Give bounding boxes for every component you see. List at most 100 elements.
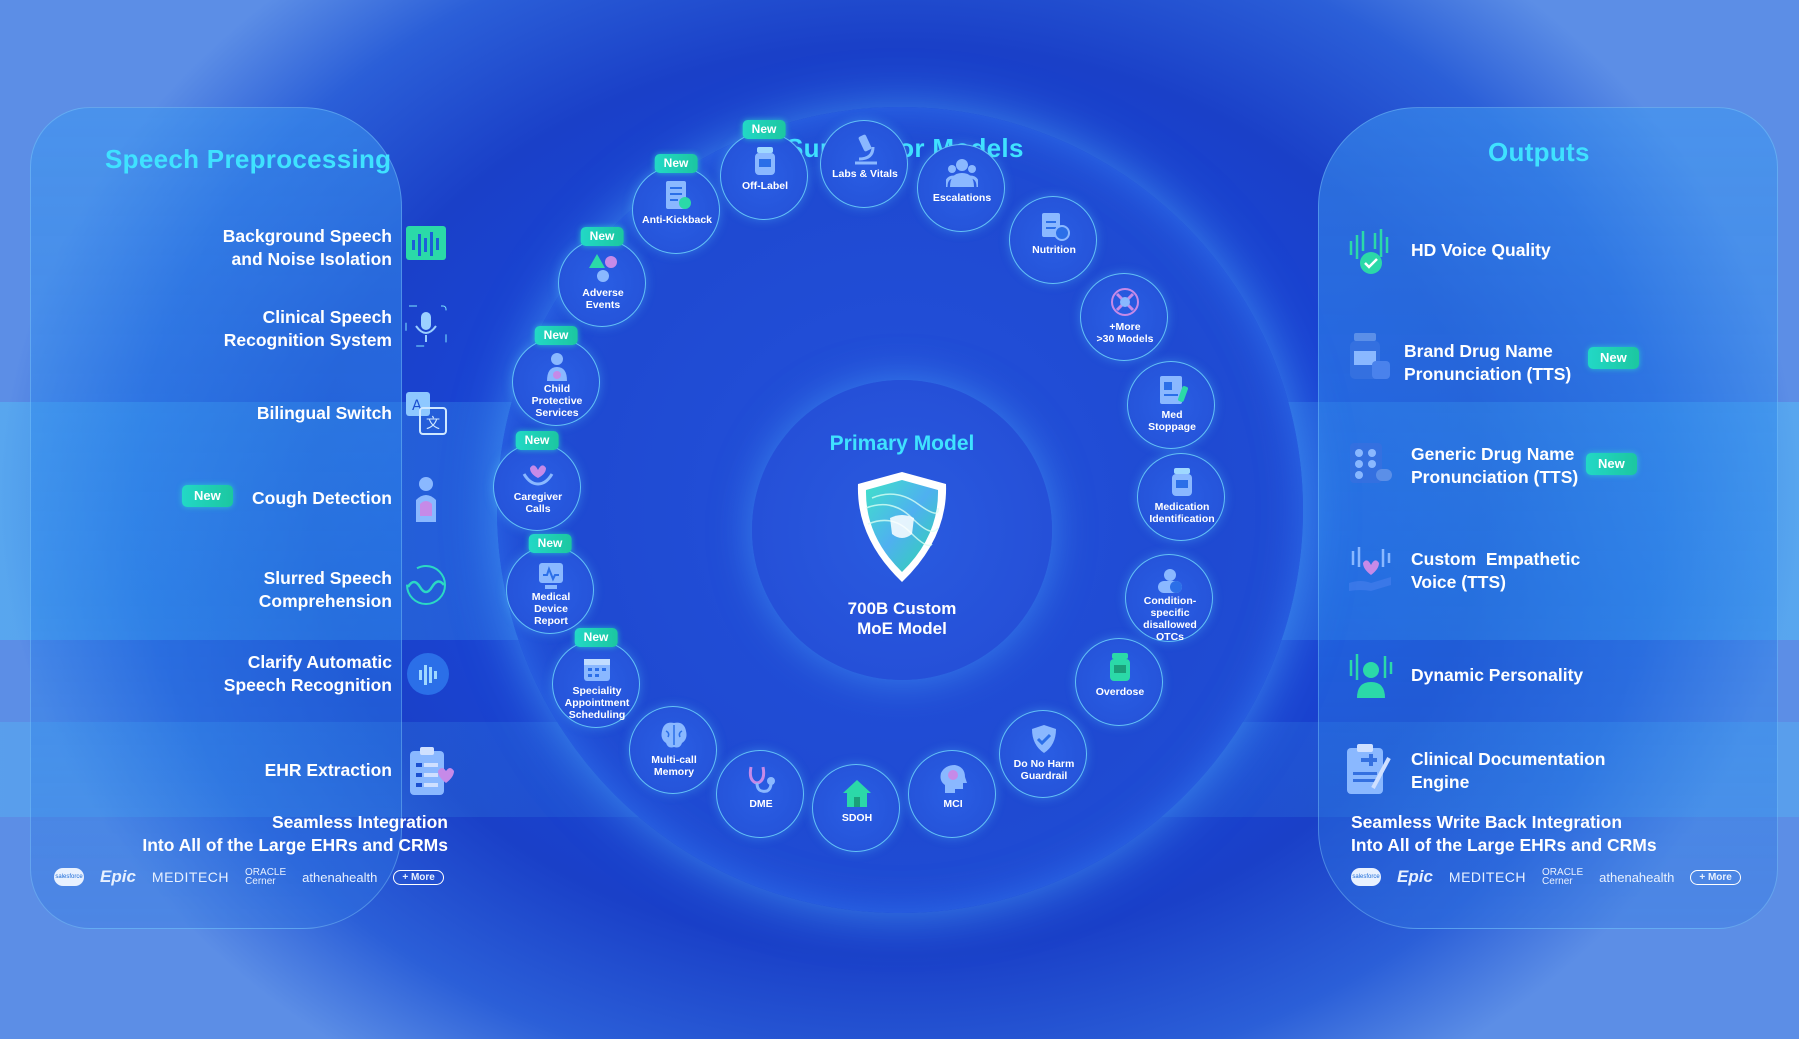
hd-voice-icon <box>1347 227 1395 277</box>
model-node-condition-specific-disallowed-otcs: Condition- specific disallowed OTCs <box>1125 554 1213 643</box>
microphone-icon <box>404 304 448 348</box>
person-voice-icon <box>1347 652 1395 700</box>
documentation-icon <box>1345 742 1395 796</box>
output-empathetic-voice: Custom Empathetic Voice (TTS) <box>1411 549 1581 592</box>
outputs-title: Outputs <box>1488 137 1590 167</box>
new-badge: New <box>742 120 786 139</box>
left-integration-text: Seamless Integration Into All of the Lar… <box>142 812 448 855</box>
left-item-clarify-asr: Clarify Automatic Speech Recognition <box>223 652 392 695</box>
left-item-noise-isolation: Background Speech and Noise Isolation <box>222 226 392 269</box>
model-node-do-no-harm-guardrail: Do No Harm Guardrail <box>999 710 1087 798</box>
athenahealth-logo: athenahealth <box>302 869 378 885</box>
model-node-off-label: Off-Label New <box>720 120 808 220</box>
left-item-slurred-speech: Slurred Speech Comprehension <box>258 568 392 611</box>
epic-logo: Epic <box>100 867 136 886</box>
model-node-label: +More >30 Models <box>1096 321 1154 345</box>
voice-circle-icon <box>406 652 450 696</box>
model-node-mci: MCI <box>908 750 996 838</box>
model-node-child-protective-services: Child Protective Services New <box>512 326 600 426</box>
output-dynamic-personality: Dynamic Personality <box>1411 665 1584 685</box>
left-item-clinical-speech: Clinical Speech Recognition System <box>223 307 392 350</box>
left-item-ehr-extraction: EHR Extraction <box>264 760 392 780</box>
meditech-logo: MEDITECH <box>151 869 230 885</box>
more-button[interactable]: + More <box>393 869 444 885</box>
model-node-label: MCI <box>943 798 963 810</box>
model-node-label: Off-Label <box>741 180 789 192</box>
svg-text:A: A <box>412 398 422 414</box>
cough-new-badge: New <box>182 485 233 507</box>
cerner-logo-text: Cerner <box>1542 876 1573 887</box>
model-node-label: Speciality Appointment Scheduling <box>564 685 630 721</box>
left-item-cough-detection: Cough Detection <box>252 488 392 508</box>
output-clinical-documentation: Clinical Documentation Engine <box>1411 749 1606 792</box>
model-node-anti-kickback: Anti-Kickback New <box>632 154 720 254</box>
model-node-label: Medical Device Report <box>531 591 571 627</box>
athenahealth-logo: athenahealth <box>1599 869 1675 885</box>
model-node-label: DME <box>749 798 773 810</box>
primary-model-subtitle: 700B Custom MoE Model <box>847 599 957 638</box>
model-node-label: Anti-Kickback <box>641 214 713 226</box>
generic-drug-new-badge: New <box>1586 453 1637 475</box>
model-node-labs-vitals: Labs & Vitals <box>820 120 908 208</box>
speech-preprocessing-title: Speech Preprocessing <box>105 144 392 174</box>
epic-logo: Epic <box>1397 867 1433 886</box>
model-node-label: Overdose <box>1095 686 1145 698</box>
meditech-logo: MEDITECH <box>1448 869 1527 885</box>
model-node-escalations: Escalations <box>917 144 1005 232</box>
output-brand-drug: Brand Drug Name Pronunciation (TTS) <box>1404 341 1572 384</box>
model-node-label: Escalations <box>932 192 992 204</box>
drug-bottle-icon <box>1348 331 1392 381</box>
model-node-overdose: Overdose <box>1075 638 1163 726</box>
output-generic-drug: Generic Drug Name Pronunciation (TTS) <box>1411 444 1579 487</box>
model-node-label: Nutrition <box>1032 244 1076 256</box>
model-node-medical-device-report: Medical Device Report New <box>506 534 594 634</box>
new-badge: New <box>528 534 572 553</box>
new-badge: New <box>534 326 578 345</box>
model-node-dme: DME <box>716 750 804 838</box>
shield-logo-icon <box>852 468 952 586</box>
outputs-panel <box>1318 107 1778 929</box>
model-node-more-30-models: +More >30 Models <box>1080 273 1168 361</box>
model-node-label: Do No Harm Guardrail <box>1013 758 1075 782</box>
svg-text:文: 文 <box>426 416 440 432</box>
model-node-label: Child Protective Services <box>531 383 583 419</box>
speech-preprocessing-panel <box>30 107 402 929</box>
cerner-logo-text: Cerner <box>245 876 276 887</box>
salesforce-logo: salesforce <box>54 868 84 886</box>
model-node-label: Labs & Vitals <box>832 168 898 180</box>
output-hd-voice: HD Voice Quality <box>1411 240 1551 260</box>
model-node-medication-identification: Medication Identification <box>1137 453 1225 541</box>
new-badge: New <box>515 431 559 450</box>
new-badge: New <box>574 628 618 647</box>
left-item-bilingual-switch: Bilingual Switch <box>256 403 392 423</box>
model-node-sdoh: SDOH <box>812 764 900 852</box>
wave-circle-icon <box>404 563 448 607</box>
model-node-label: Med Stoppage <box>1148 409 1196 433</box>
new-badge: New <box>580 227 624 246</box>
model-node-label: Multi-call Memory <box>651 754 697 778</box>
brand-drug-new-badge: New <box>1588 347 1639 369</box>
model-node-med-stoppage: Med Stoppage <box>1127 361 1215 449</box>
more-button[interactable]: + More <box>1690 869 1741 885</box>
model-node-label: Condition- specific disallowed OTCs <box>1143 595 1197 643</box>
pills-icon <box>1348 441 1394 487</box>
model-node-label: Medication Identification <box>1149 501 1215 525</box>
model-node-nutrition: Nutrition <box>1009 196 1097 284</box>
model-node-multi-call-memory: Multi-call Memory <box>629 706 717 794</box>
salesforce-logo: salesforce <box>1351 868 1381 886</box>
primary-model-title: Primary Model <box>829 432 975 455</box>
clipboard-icon <box>408 745 458 797</box>
right-integration-text: Seamless Write Back Integration Into All… <box>1351 812 1657 855</box>
oracle-logo-text: ORACLE <box>245 867 287 878</box>
waveform-icon <box>404 224 448 268</box>
lungs-icon <box>404 474 448 522</box>
model-node-speciality-appointment-scheduling: Speciality Appointment Scheduling New <box>552 628 640 728</box>
model-node-label: SDOH <box>841 812 873 824</box>
new-badge: New <box>654 154 698 173</box>
